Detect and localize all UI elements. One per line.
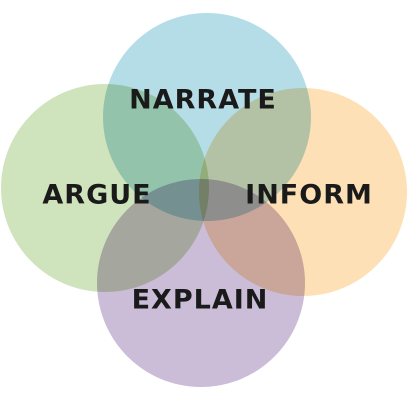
label-explain: EXPLAIN [131,284,269,316]
label-narrate: NARRATE [129,84,277,116]
label-argue: ARGUE [42,179,152,211]
circle-explain [97,179,305,387]
label-inform: INFORM [245,179,373,211]
